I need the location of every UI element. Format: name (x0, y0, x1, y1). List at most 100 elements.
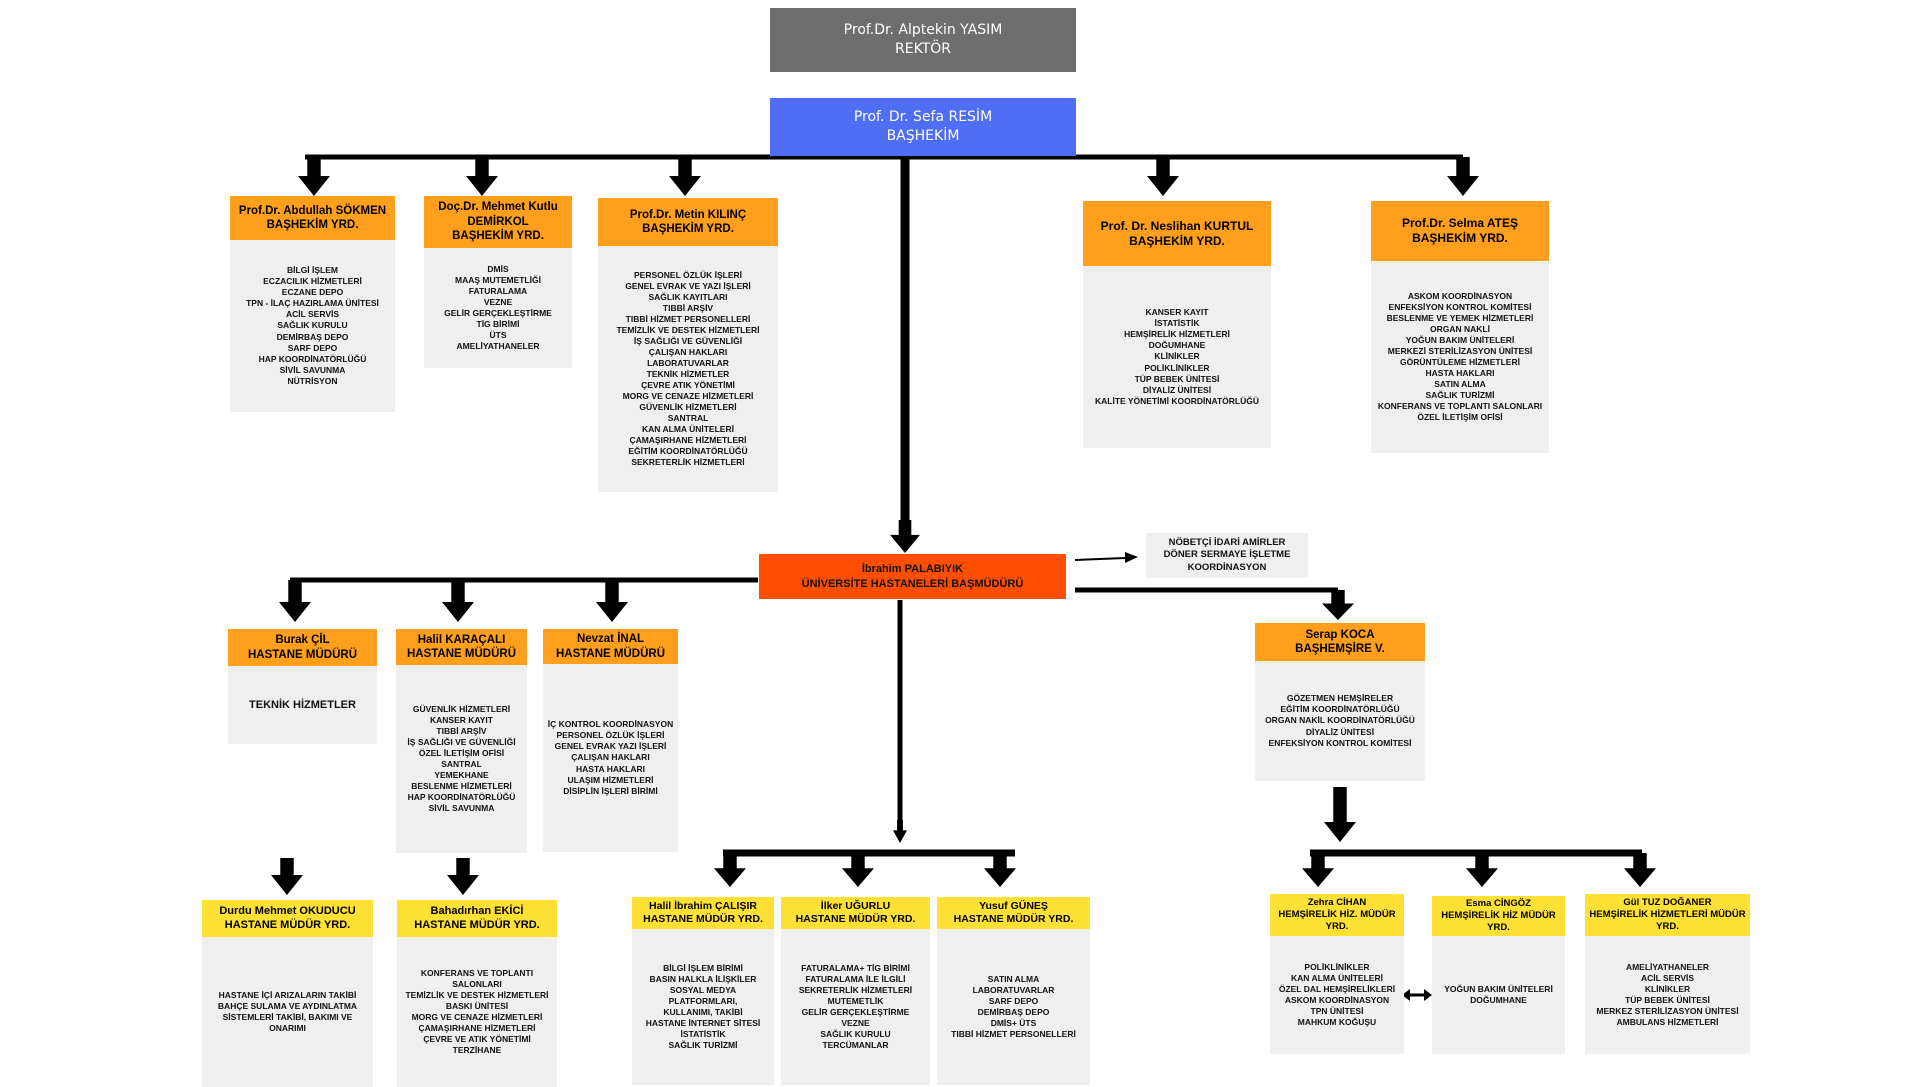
service-item: BİLGİ İŞLEM (287, 265, 338, 276)
service-item: DMİS+ ÜTS (990, 1018, 1037, 1029)
nursing-director-title: BAŞHEMŞİRE V. (1295, 643, 1385, 655)
manager-name: Halil KARAÇALI (417, 633, 506, 646)
service-item: TÜP BEBEK ÜNİTESİ (1625, 995, 1710, 1005)
assistant-manager-box: Durdu Mehmet OKUDUCU HASTANE MÜDÜR YRD. … (202, 900, 373, 1087)
service-item: SOSYAL MEDYA (669, 984, 737, 995)
service-item: GENEL EVRAK VE YAZI İŞLERİ (625, 280, 751, 291)
service-item: GÜVENLİK HİZMETLERİ (412, 703, 511, 714)
deputy-name: Prof.Dr. Selma ATEŞ (1401, 216, 1519, 230)
deputy-box: Prof.Dr. Metin KILINÇ BAŞHEKİM YRD. PERS… (598, 198, 778, 492)
assistant-manager-name: Yusuf GÜNEŞ (979, 899, 1048, 912)
service-item: İÇ KONTROL KOORDİNASYON (547, 719, 674, 730)
assistant-manager-name: Bahadırhan EKİCİ (430, 904, 524, 917)
assistant-manager-header: Bahadırhan EKİCİ HASTANE MÜDÜR YRD. (397, 900, 557, 937)
deputy-title: BAŞHEKİM YRD. (642, 223, 734, 235)
chief-physician-box: Prof. Dr. Sefa RESİM BAŞHEKİM (770, 98, 1076, 156)
service-item: SANTRAL (441, 759, 482, 769)
service-item: ÇEVRE ATIK YÖNETİMİ (641, 380, 735, 391)
service-item: ULAŞIM HİZMETLERİ (567, 774, 654, 785)
director-name: İbrahim PALABIYIK (861, 562, 964, 575)
service-item: ASKOM KOORDİNASYON (1407, 290, 1513, 301)
service-item: ACİL SERVİS (1640, 972, 1695, 983)
manager-box: Burak ÇİL HASTANE MÜDÜRÜ TEKNİK HİZMETLE… (228, 629, 377, 744)
deputy-header: Prof. Dr. Neslihan KURTUL BAŞHEKİM YRD. (1083, 201, 1271, 266)
nursing-director-name: Serap KOCA (1305, 628, 1375, 641)
assistant-manager-title: HASTANE MÜDÜR YRD. (953, 913, 1074, 925)
assistant-manager-name: Durdu Mehmet OKUDUCU (219, 904, 356, 917)
deputy-name: Prof.Dr. Abdullah SÖKMEN (238, 204, 387, 217)
arrow-down (1147, 157, 1179, 196)
rector-title: REKTÖR (895, 41, 951, 57)
arrow-down (890, 520, 920, 553)
director-box: İbrahim PALABIYIK ÜNİVERSİTE HASTANELERİ… (759, 554, 1066, 599)
deputy-header: Doç.Dr. Mehmet Kutlu DEMİRKOL BAŞHEKİM Y… (424, 196, 572, 248)
nursing-director-box: Serap KOCA BAŞHEMŞİRE V. GÖZETMEN HEMŞİR… (1255, 623, 1425, 781)
arrow-down (842, 853, 874, 887)
service-item: SAĞLIK TURİZMİ (1425, 390, 1495, 401)
service-item: KOORDİNASYON (1187, 561, 1267, 573)
service-item: ECZACILIK HİZMETLERİ (263, 276, 362, 287)
arrow-down (466, 157, 498, 196)
arrow-down (1447, 157, 1479, 196)
arrow-down (442, 580, 474, 622)
service-item: MORG VE CENAZE HİZMETLERİ (411, 1012, 543, 1022)
assistant-manager-title: HASTANE MÜDÜR YRD. (795, 913, 916, 925)
service-item: ASKOM KOORDİNASYON (1284, 995, 1390, 1005)
manager-title: HASTANE MÜDÜRÜ (406, 648, 517, 660)
service-item: TERCÜMANLAR (822, 1040, 889, 1051)
service-item: ÇALIŞAN HAKLARI (571, 752, 650, 763)
service-item: DİSİPLİN İŞLERİ BİRİMİ (563, 785, 658, 796)
arrow-down (1466, 853, 1498, 887)
deputy-box: Prof.Dr. Selma ATEŞ BAŞHEKİM YRD. ASKOM … (1371, 201, 1549, 453)
assistant-manager-box: Bahadırhan EKİCİ HASTANE MÜDÜR YRD. KONF… (397, 900, 557, 1087)
service-item: HASTANE İNTERNET SİTESİ (645, 1018, 761, 1029)
service-item: SİSTEMLERİ TAKİBİ, BAKIMI VE (222, 1012, 353, 1022)
service-item: ÇAMAŞIRHANE HİZMETLERİ (629, 435, 747, 446)
service-item: TEKNİK HİZMETLER (249, 698, 356, 711)
arrow-right (1125, 552, 1138, 563)
service-item: HEMŞİRELİK HİZMETLERİ (1124, 329, 1230, 340)
service-item: TÜP BEBEK ÜNİTESİ (1134, 373, 1220, 384)
deputy-name: Prof.Dr. Metin KILINÇ (629, 208, 747, 221)
arrow-down (669, 157, 701, 196)
chief-physician-title: BAŞHEKİM (886, 128, 960, 144)
service-item: GELİR GERÇEKLEŞTİRME (444, 308, 552, 318)
service-item: LABORATUVARLAR (647, 357, 729, 368)
service-item: MERKEZ STERİLİZASYON ÜNİTESİ (1596, 1006, 1739, 1017)
service-item: TIBBİ HİZMET PERSONELLERİ (625, 313, 751, 324)
service-item: NÜTRİSYON (287, 375, 338, 386)
assistant-manager-header: İlker UĞURLU HASTANE MÜDÜR YRD. (781, 897, 930, 929)
service-item: KAN ALMA ÜNİTELERİ (1291, 972, 1383, 983)
service-item: ACİL SERVİS (285, 309, 340, 320)
service-item: FATURALAMA (468, 285, 528, 296)
nursing-assistant-name: Gül TUZ DOĞANER (1623, 897, 1712, 909)
service-item: TIBBİ ARŞİV (662, 302, 714, 313)
service-item: SATIN ALMA (987, 973, 1040, 984)
service-item: ORGAN NAKLİ (1430, 323, 1490, 334)
service-item: ENFEKSİYON KONTROL KOMİTESİ (1268, 737, 1412, 748)
assistant-manager-header: Halil İbrahim ÇALIŞIR HASTANE MÜDÜR YRD. (632, 897, 774, 929)
director-title: ÜNİVERSİTE HASTANELERİ BAŞMÜDÜRÜ (801, 577, 1024, 590)
nursing-director-header: Serap KOCA BAŞHEMŞİRE V. (1255, 623, 1425, 661)
service-item: ÖZEL İLETİŞİM OFİSİ (418, 747, 505, 758)
service-item: HAP KOORDİNATÖRLÜĞÜ (258, 353, 367, 364)
service-item: POLİKLİNİKLER (1144, 362, 1210, 373)
manager-header: Nevzat İNAL HASTANE MÜDÜRÜ (543, 629, 678, 664)
arrow-down (1624, 853, 1656, 887)
service-item: MERKEZİ STERİLİZASYON ÜNİTESİ (1387, 345, 1533, 356)
service-item: AMBULANS HİZMETLERİ (1616, 1017, 1719, 1028)
assistant-manager-title: HASTANE MÜDÜR YRD. (414, 918, 540, 931)
nursing-assistant-header: Esma CİNGÖZ HEMŞİRELİK HİZ MÜDÜR YRD. (1432, 896, 1565, 936)
deputy-header: Prof.Dr. Metin KILINÇ BAŞHEKİM YRD. (598, 198, 778, 246)
nursing-assistant-name: Esma CİNGÖZ (1466, 898, 1531, 910)
arrow-down (279, 580, 311, 622)
service-item: SEKRETERLİK HİZMETLERİ (631, 457, 745, 468)
service-item: NÖBETÇİ İDARİ AMİRLER (1168, 536, 1286, 548)
